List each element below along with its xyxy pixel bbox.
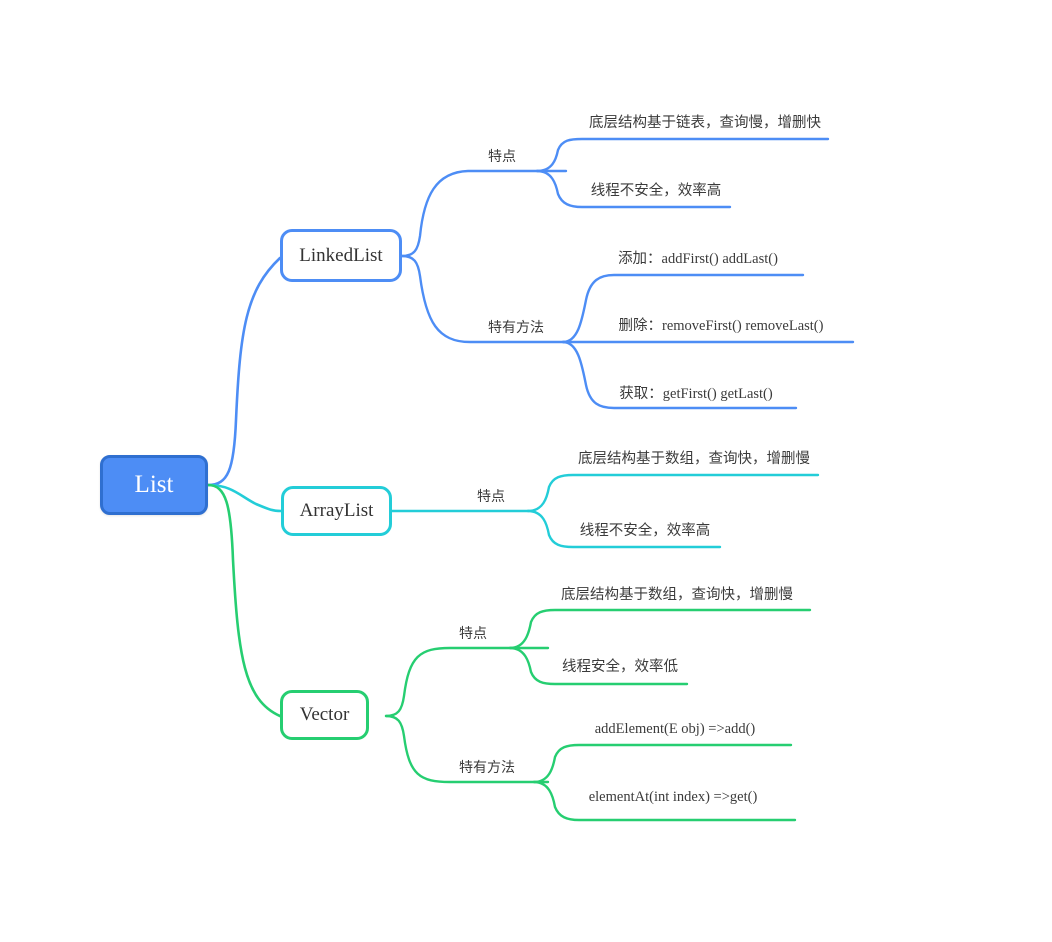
connector-ll-tedian-leaf-0 — [535, 137, 830, 173]
group-label-linkedlist-tedian[interactable]: 特点 — [488, 150, 516, 165]
branch-node-label-arraylist: ArrayList — [299, 500, 374, 521]
leaf-al-tedian-0[interactable]: 底层结构基于数组，查询快，增删慢 — [578, 451, 810, 467]
leaf-vec-method-1[interactable]: elementAt(int index) =>get() — [588, 789, 758, 805]
connector-al-tedian-leaf-0 — [526, 473, 820, 513]
leaf-ll-method-1[interactable]: 删除：removeFirst() removeLast() — [618, 318, 824, 334]
branch-node-label-vector: Vector — [299, 704, 350, 725]
branch-node-vector[interactable]: Vector — [280, 690, 369, 740]
connector-linkedlist-fork-top — [400, 169, 568, 258]
branch-node-linkedlist[interactable]: LinkedList — [280, 229, 402, 282]
connector-vector-fork-top — [384, 646, 550, 718]
leaf-vec-tedian-0[interactable]: 底层结构基于数组，查询快，增删慢 — [561, 587, 793, 603]
leaf-ll-method-0[interactable]: 添加：addFirst() addLast() — [618, 251, 778, 267]
connector-vec-method-leaf-0 — [532, 743, 793, 784]
branch-node-arraylist[interactable]: ArrayList — [281, 486, 392, 536]
leaf-al-tedian-1[interactable]: 线程不安全，效率高 — [579, 523, 711, 539]
group-label-linkedlist-methods[interactable]: 特有方法 — [488, 321, 544, 336]
root-node-list[interactable]: List — [100, 455, 208, 515]
group-label-vector-tedian[interactable]: 特点 — [459, 627, 487, 642]
leaf-ll-tedian-0[interactable]: 底层结构基于链表，查询慢，增删快 — [589, 115, 821, 131]
branch-node-label-linkedlist: LinkedList — [299, 244, 383, 266]
root-node-label: List — [134, 471, 174, 498]
group-label-arraylist-tedian[interactable]: 特点 — [477, 490, 505, 505]
group-label-vector-methods[interactable]: 特有方法 — [459, 761, 515, 776]
leaf-ll-tedian-1[interactable]: 线程不安全，效率高 — [590, 183, 722, 199]
leaf-vec-method-0[interactable]: addElement(E obj) =>add() — [594, 721, 756, 737]
connector-root-vector — [206, 483, 282, 718]
connector-root-linkedlist — [206, 256, 282, 487]
connector-vec-tedian-leaf-0 — [508, 608, 812, 650]
connector-root-arraylist — [206, 483, 283, 513]
leaf-vec-tedian-1[interactable]: 线程安全，效率低 — [562, 659, 678, 675]
leaf-ll-method-2[interactable]: 获取：getFirst() getLast() — [619, 386, 773, 402]
